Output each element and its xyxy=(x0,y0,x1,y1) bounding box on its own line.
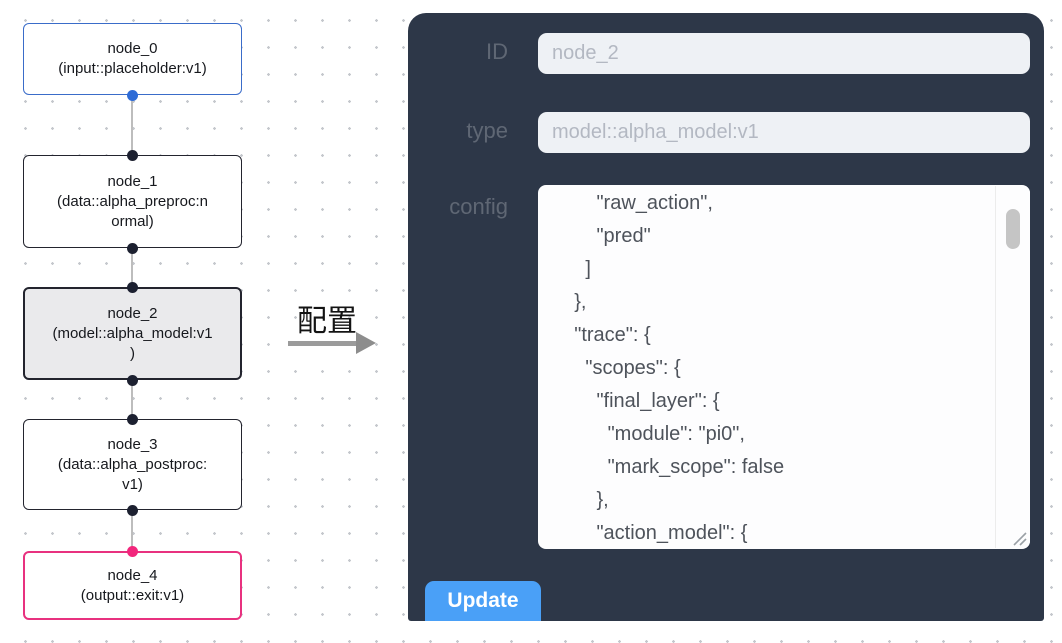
config-textarea[interactable]: "raw_action", "pred" ] }, "trace": { "sc… xyxy=(538,185,1030,549)
flow-node-output[interactable]: node_4 (output::exit:v1) xyxy=(23,551,242,620)
type-field-label: type xyxy=(466,118,508,143)
flow-edge xyxy=(131,248,133,287)
port-dot[interactable] xyxy=(127,150,138,161)
port-dot[interactable] xyxy=(127,505,138,516)
flow-edge xyxy=(131,380,133,419)
flow-node-preproc[interactable]: node_1 (data::alpha_preproc:n ormal) xyxy=(23,155,242,248)
flow-node-label: node_4 (output::exit:v1) xyxy=(80,566,185,604)
config-scrollbar-thumb[interactable] xyxy=(1006,209,1020,249)
port-dot[interactable] xyxy=(127,375,138,386)
id-input[interactable] xyxy=(538,33,1030,74)
config-field-label: config xyxy=(449,194,508,219)
update-button[interactable]: Update xyxy=(425,581,541,621)
right-arrow-head-icon xyxy=(356,332,376,354)
port-dot[interactable] xyxy=(127,243,138,254)
port-dot[interactable] xyxy=(127,90,138,101)
flow-edge xyxy=(131,95,133,155)
flow-node-input[interactable]: node_0 (input::placeholder:v1) xyxy=(23,23,242,95)
port-dot[interactable] xyxy=(127,282,138,293)
port-dot[interactable] xyxy=(127,546,138,557)
flow-node-model-selected[interactable]: node_2 (model::alpha_model:v1 ) xyxy=(23,287,242,380)
config-scrollbar-track[interactable] xyxy=(995,186,1030,548)
type-input[interactable] xyxy=(538,112,1030,153)
id-field-label: ID xyxy=(486,39,508,64)
configure-annotation: 配置 xyxy=(297,305,357,338)
right-arrow-icon xyxy=(288,341,358,346)
port-dot[interactable] xyxy=(127,414,138,425)
flow-node-label: node_2 (model::alpha_model:v1 ) xyxy=(52,304,213,362)
flow-edge xyxy=(131,510,133,551)
flow-node-label: node_3 (data::alpha_postproc: v1) xyxy=(57,435,208,493)
flow-node-postproc[interactable]: node_3 (data::alpha_postproc: v1) xyxy=(23,419,242,510)
flow-node-label: node_0 (input::placeholder:v1) xyxy=(58,40,207,77)
config-json-text: "raw_action", "pred" ] }, "trace": { "sc… xyxy=(574,192,785,544)
flow-node-label: node_1 (data::alpha_preproc:n ormal) xyxy=(57,172,208,230)
node-config-panel: ID type config "raw_action", "pred" ] },… xyxy=(408,13,1044,621)
resize-handle-icon[interactable] xyxy=(1012,531,1027,546)
